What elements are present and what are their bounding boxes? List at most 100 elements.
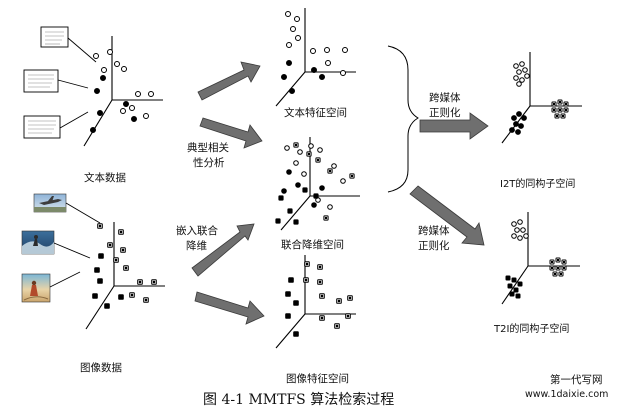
arrow-to-i2t-space: [419, 112, 489, 140]
text-point: [515, 129, 521, 135]
text-point: [297, 149, 303, 155]
axis-line: [85, 285, 115, 330]
grouping-brace: [387, 45, 419, 193]
embed-label: 降维: [186, 239, 207, 252]
text-point: [310, 48, 316, 54]
image-data-axes: [85, 222, 165, 330]
text-point: [114, 61, 120, 67]
text-point: [516, 81, 522, 87]
image-point-core: [294, 143, 298, 147]
text-point: [129, 105, 135, 111]
image-point-core: [565, 109, 567, 111]
image-point-core: [346, 314, 350, 318]
image-point: [293, 331, 299, 337]
aircraft-photo-icon: [33, 193, 67, 213]
image-point-core: [119, 230, 123, 234]
image-point-core: [553, 109, 555, 111]
text-point: [294, 16, 300, 22]
text-point: [295, 35, 301, 41]
text-point: [90, 127, 96, 133]
t2i-space-label: T2I的同构子空间: [493, 322, 569, 335]
image-point: [118, 294, 124, 300]
image-point-core: [563, 261, 565, 263]
image-point-core: [307, 152, 311, 156]
image-point-core: [554, 273, 556, 275]
text-point: [143, 113, 149, 119]
image-point: [509, 291, 515, 297]
text-point: [319, 185, 325, 191]
image-point-core: [124, 266, 128, 270]
text-point: [286, 169, 292, 175]
i2t-space-label: I2T的同构子空间: [500, 177, 575, 190]
image-point-core: [130, 293, 134, 297]
figure-caption: 图 4-1 MMTFS 算法检索过程: [203, 391, 394, 406]
text-point: [301, 171, 307, 177]
image-point-core: [337, 299, 341, 303]
text-point: [286, 42, 292, 48]
image-point-core: [108, 243, 112, 247]
text-point: [289, 88, 295, 94]
cross-media-reg-label: 跨媒体: [418, 224, 450, 237]
image-point: [313, 193, 319, 199]
image-point-core: [121, 248, 125, 252]
text-point: [340, 70, 346, 76]
image-point: [278, 195, 284, 201]
image-point-core: [563, 267, 565, 269]
image-point: [285, 291, 291, 297]
image-point-core: [562, 115, 564, 117]
image-point-core: [551, 267, 553, 269]
text-point: [513, 75, 519, 81]
text-point: [511, 115, 517, 121]
image-point-core: [350, 174, 354, 178]
image-point-core: [551, 261, 553, 263]
image-point-core: [304, 278, 308, 282]
text-data-label: 文本数据: [84, 171, 126, 184]
image-point: [288, 277, 294, 283]
text-document-icon: [40, 26, 69, 48]
axis-line: [501, 265, 529, 305]
text-point: [520, 227, 526, 233]
text-point: [517, 235, 523, 241]
text-point: [516, 111, 522, 117]
text-point: [325, 60, 331, 66]
image-point-core: [557, 267, 559, 269]
image-point-core: [305, 262, 309, 266]
image-point: [293, 219, 299, 225]
image-point-core: [320, 316, 324, 320]
text-point: [97, 110, 103, 116]
image-point-core: [114, 258, 118, 262]
text-point: [511, 221, 517, 227]
image-point: [285, 313, 291, 319]
image-point-core: [138, 280, 142, 284]
cross-media-reg-label: 跨媒体: [429, 91, 461, 104]
text-space-axes: [275, 8, 356, 107]
cca-label: 性分析: [193, 156, 225, 169]
text-point: [311, 202, 317, 208]
arrow-to-joint-space: [199, 117, 263, 149]
text-point: [281, 188, 287, 194]
cross-media-reg-label: 正则化: [429, 106, 461, 119]
image-point: [513, 287, 519, 293]
surfer-photo-icon: [21, 230, 55, 255]
image-point-core: [559, 101, 561, 103]
arrow-from-image-to-joint: [191, 223, 255, 277]
image-point-core: [320, 294, 324, 298]
image-point-core: [556, 115, 558, 117]
image-data-label: 图像数据: [80, 361, 122, 374]
image-point-core: [348, 296, 352, 300]
image-pointer-lines: [49, 202, 101, 288]
text-point: [290, 26, 296, 32]
watermark: www.1daixie.com: [525, 389, 608, 400]
text-document-icon: [23, 115, 61, 139]
axis-line: [83, 99, 113, 147]
image-point: [302, 187, 308, 193]
text-document-icon: [23, 69, 59, 93]
arrow-to-t2i-space: [409, 185, 485, 246]
image-point-core: [98, 224, 102, 228]
text-pointer-lines: [57, 37, 97, 129]
image-feature-space-label: 图像特征空间: [286, 372, 349, 385]
image-point-core: [335, 324, 339, 328]
axis-line: [280, 195, 311, 231]
image-point: [97, 278, 103, 284]
text-point: [284, 145, 290, 151]
